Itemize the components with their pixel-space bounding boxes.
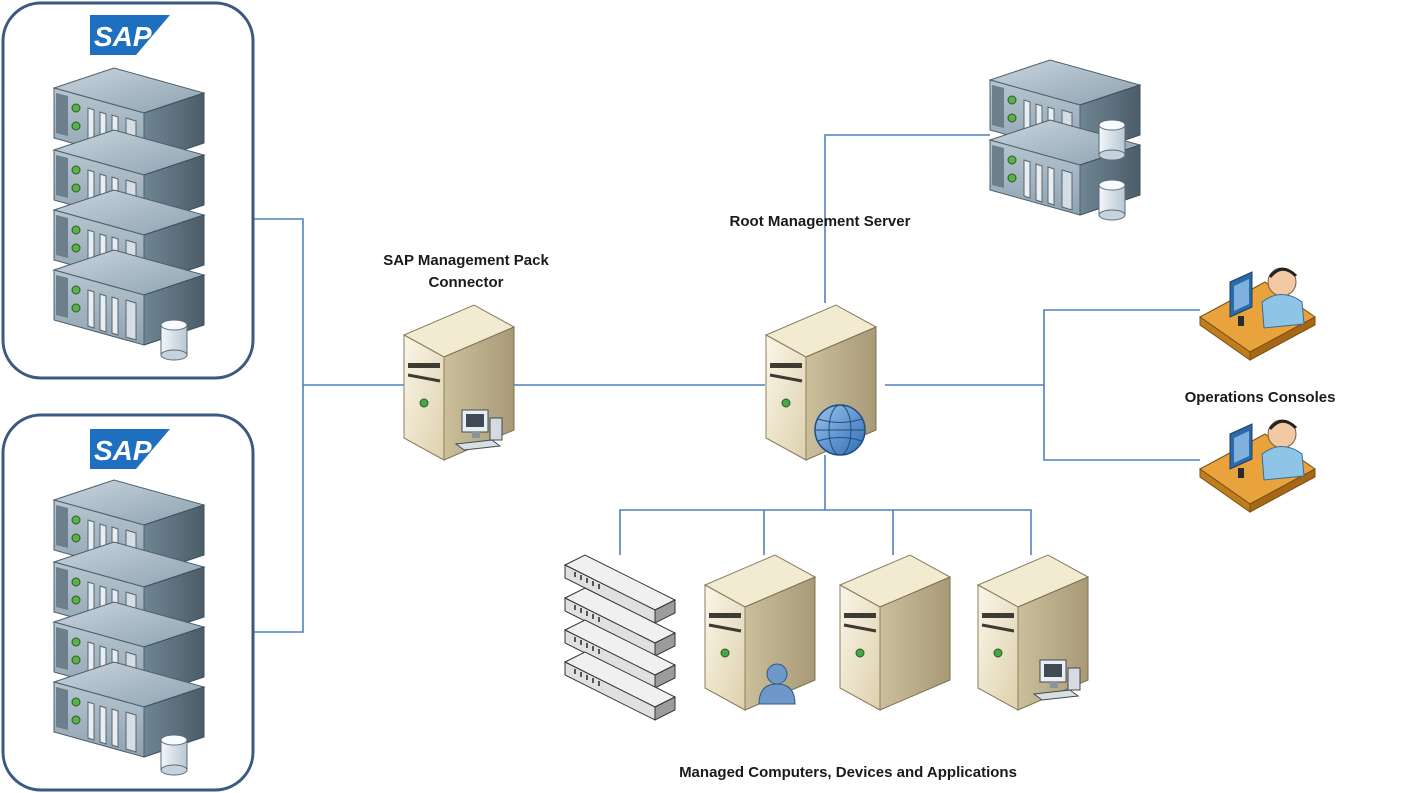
label-connector-line1: SAP Management Pack: [383, 252, 549, 269]
operator-console-icon: [1198, 418, 1317, 514]
database-icon: [1098, 119, 1126, 161]
sap-logo-icon: SAP: [90, 429, 170, 469]
label-root-management-server: Root Management Server: [729, 213, 911, 230]
database-servers: [989, 59, 1141, 221]
label-managed: Managed Computers, Devices and Applicati…: [679, 764, 1017, 781]
sap-logo-text: SAP: [94, 435, 152, 466]
sap-group-top: SAP: [1, 1, 255, 380]
globe-icon: [814, 404, 866, 456]
rack-server-icon: [53, 479, 205, 758]
database-icon: [1098, 179, 1126, 221]
sap-logo-icon: SAP: [90, 15, 170, 55]
tower-server-icon: [838, 553, 952, 712]
rack-server-icon: [53, 67, 205, 346]
root-management-server: [764, 303, 878, 462]
label-connector-line2: Connector: [428, 274, 504, 291]
label-operations-consoles: Operations Consoles: [1184, 389, 1336, 406]
tower-server-icon: [703, 553, 817, 712]
user-icon: [758, 663, 796, 705]
link-managed-bus: [619, 509, 1032, 555]
link-console-top: [1043, 309, 1200, 461]
database-icon: [160, 319, 188, 361]
operator-console-icon: [1198, 266, 1317, 362]
sap-logo-text: SAP: [94, 21, 152, 52]
connector-server: [402, 303, 516, 462]
sap-group-bottom: SAP: [1, 413, 255, 792]
network-device-icon: [564, 554, 676, 721]
managed-devices: [564, 553, 1090, 721]
link-root-db: [824, 134, 990, 303]
database-icon: [160, 734, 188, 776]
label-connector: SAP Management Pack Connector: [356, 250, 576, 294]
